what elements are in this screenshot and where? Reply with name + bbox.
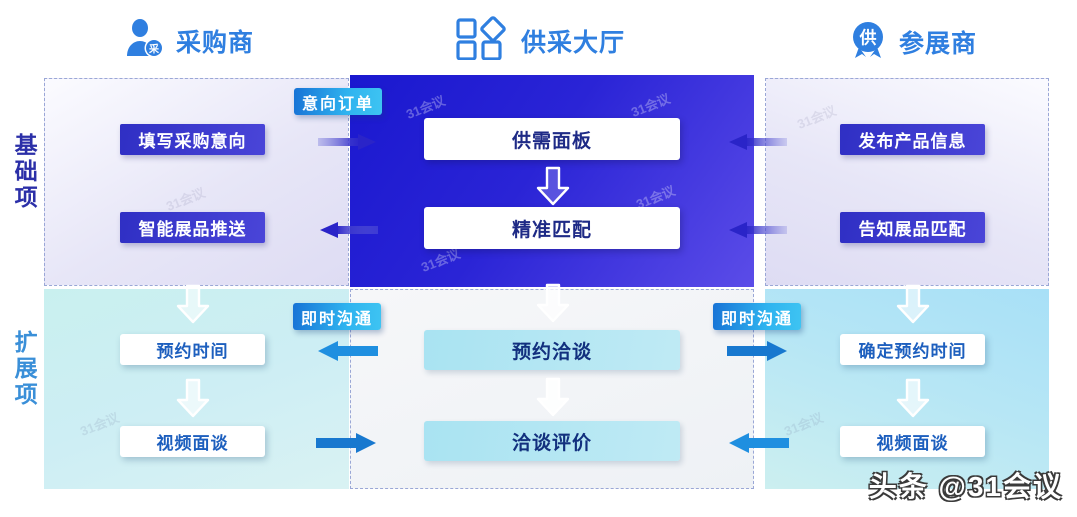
panel-exhibitor-basic: 31会议 31会议 — [765, 78, 1049, 286]
node-left-basic-1[interactable]: 填写采购意向 — [120, 124, 265, 155]
svg-text:采: 采 — [148, 43, 159, 56]
watermark-tile: 31会议 — [164, 184, 208, 214]
arrow-down-left-basic-to-ext — [176, 284, 210, 324]
node-center-basic-2[interactable]: 精准匹配 — [424, 207, 680, 249]
row-label-extended: 扩展项 — [11, 330, 38, 408]
exhibitor-seal-icon: 供 — [847, 18, 889, 65]
grid-diamond-icon — [455, 16, 511, 65]
column-title-buyer: 采购商 — [176, 28, 255, 57]
chip-instant-chat-left[interactable]: 即时沟通 — [293, 303, 382, 330]
arrow-down-left-ext — [176, 378, 210, 418]
node-left-basic-2[interactable]: 智能展品推送 — [120, 212, 265, 243]
node-right-basic-2[interactable]: 告知展品匹配 — [840, 212, 985, 243]
column-header-hall: 供采大厅 — [455, 16, 625, 65]
column-header-buyer: 采 采购商 — [124, 18, 254, 63]
watermark-tile: 31会议 — [78, 409, 122, 439]
arrow-left-to-center-ext — [316, 433, 376, 453]
brand-watermark: 头条 @31会议 — [868, 471, 1063, 502]
watermark-tile: 31会议 — [629, 90, 673, 120]
column-title-exhibitor: 参展商 — [899, 29, 978, 58]
node-right-ext-1[interactable]: 确定预约时间 — [840, 334, 985, 365]
chip-intent-order[interactable]: 意向订单 — [294, 88, 383, 115]
node-right-basic-1[interactable]: 发布产品信息 — [840, 124, 985, 155]
node-center-basic-1[interactable]: 供需面板 — [424, 118, 680, 160]
arrow-down-right-ext — [896, 378, 930, 418]
chip-instant-chat-right[interactable]: 即时沟通 — [713, 303, 802, 330]
panel-hall-basic: 31会议 31会议 31会议 31会议 — [350, 75, 754, 287]
node-left-ext-2[interactable]: 视频面谈 — [120, 426, 265, 457]
column-header-exhibitor: 供 参展商 — [847, 18, 977, 65]
arrow-down-center-ext — [536, 377, 570, 417]
arrow-right-to-center-basic — [729, 134, 787, 150]
node-left-ext-1[interactable]: 预约时间 — [120, 334, 265, 365]
arrow-center-to-left-basic — [320, 222, 378, 238]
arrow-left-to-center-basic — [318, 134, 376, 150]
arrow-center-to-right-ext — [727, 341, 787, 361]
arrow-down-center-basic-to-ext — [536, 283, 570, 323]
node-center-ext-2[interactable]: 洽谈评价 — [424, 421, 680, 461]
node-right-ext-2[interactable]: 视频面谈 — [840, 426, 985, 457]
arrow-down-center-basic — [536, 166, 570, 206]
arrow-right-to-center-ext — [729, 433, 789, 453]
watermark-tile: 31会议 — [795, 102, 839, 132]
arrow-down-right-basic-to-ext — [896, 284, 930, 324]
buyer-person-badge-icon: 采 — [124, 18, 166, 63]
arrow-center-to-left-ext — [318, 341, 378, 361]
svg-text:供: 供 — [859, 28, 877, 48]
node-center-ext-1[interactable]: 预约洽谈 — [424, 330, 680, 370]
row-label-basic: 基础项 — [11, 133, 38, 211]
arrow-center-to-right-basic — [729, 222, 787, 238]
column-title-hall: 供采大厅 — [521, 28, 626, 57]
